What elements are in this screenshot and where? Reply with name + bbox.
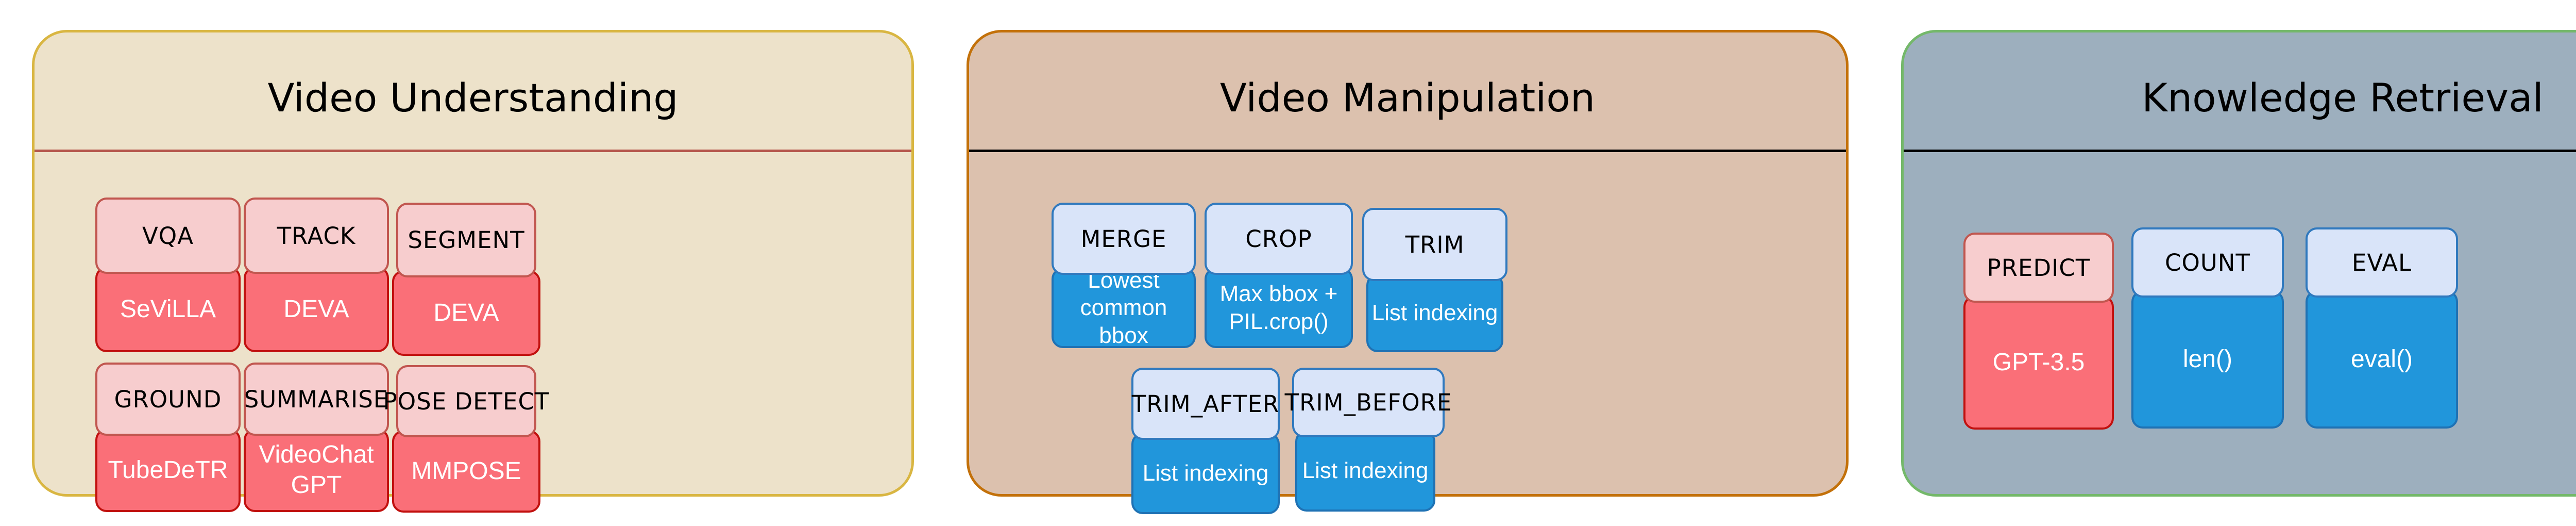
card-header-merge[interactable]: MERGE xyxy=(1052,203,1196,275)
card-header-summarise[interactable]: SUMMARISE xyxy=(244,363,389,436)
card-eval[interactable]: EVAL eval() xyxy=(2306,227,2458,429)
panel-divider xyxy=(1904,150,2576,152)
card-header-trim-after[interactable]: TRIM_AFTER xyxy=(1131,368,1280,440)
card-body-merge[interactable]: Lowest common bbox xyxy=(1052,268,1196,348)
card-merge[interactable]: MERGE Lowest common bbox xyxy=(1052,203,1196,348)
panel-knowledge-retrieval: Knowledge Retrieval PREDICT GPT-3.5 COUN… xyxy=(1901,30,2576,497)
panel-title-video-manipulation: Video Manipulation xyxy=(1219,75,1596,121)
card-body-vqa[interactable]: SeViLLA xyxy=(95,267,241,352)
panel-divider xyxy=(35,150,911,152)
card-trim-before[interactable]: TRIM_BEFORE List indexing xyxy=(1285,368,1451,512)
card-body-trim-before[interactable]: List indexing xyxy=(1295,430,1435,512)
card-summarise[interactable]: SUMMARISE VideoChat GPT xyxy=(244,363,389,512)
card-body-trim[interactable]: List indexing xyxy=(1366,274,1503,352)
card-ground[interactable]: GROUND TubeDeTR xyxy=(95,363,241,512)
card-header-predict[interactable]: PREDICT xyxy=(1963,233,2114,303)
card-body-pose-detect[interactable]: MMPOSE xyxy=(392,430,540,513)
card-body-eval[interactable]: eval() xyxy=(2306,290,2458,429)
card-header-crop[interactable]: CROP xyxy=(1205,203,1353,275)
card-trim-after[interactable]: TRIM_AFTER List indexing xyxy=(1131,368,1280,514)
card-track[interactable]: TRACK DEVA xyxy=(244,198,389,352)
card-header-pose-detect[interactable]: POSE DETECT xyxy=(383,365,549,437)
card-body-track[interactable]: DEVA xyxy=(244,267,389,352)
card-count[interactable]: COUNT len() xyxy=(2131,227,2284,429)
card-header-count[interactable]: COUNT xyxy=(2131,227,2284,298)
panel-video-manipulation: Video Manipulation MERGE Lowest common b… xyxy=(967,30,1849,514)
card-body-ground[interactable]: TubeDeTR xyxy=(95,429,241,512)
card-pose-detect[interactable]: POSE DETECT MMPOSE xyxy=(383,365,549,513)
card-trim[interactable]: TRIM List indexing xyxy=(1362,208,1507,352)
card-body-trim-after[interactable]: List indexing xyxy=(1131,433,1280,514)
card-predict[interactable]: PREDICT GPT-3.5 xyxy=(1963,233,2114,430)
card-body-count[interactable]: len() xyxy=(2131,290,2284,429)
card-header-trim-before[interactable]: TRIM_BEFORE xyxy=(1285,368,1451,437)
card-header-trim[interactable]: TRIM xyxy=(1362,208,1507,281)
card-body-summarise[interactable]: VideoChat GPT xyxy=(244,429,389,512)
panel-title-knowledge-retrieval: Knowledge Retrieval xyxy=(2142,75,2544,121)
card-body-segment[interactable]: DEVA xyxy=(392,270,540,356)
card-header-ground[interactable]: GROUND xyxy=(95,363,241,436)
panel-title-video-understanding: Video Understanding xyxy=(267,75,679,121)
card-crop[interactable]: CROP Max bbox + PIL.crop() xyxy=(1205,203,1353,348)
card-segment[interactable]: SEGMENT DEVA xyxy=(392,203,540,356)
panel-video-understanding: Video Understanding VQA SeViLLA TRACK DE… xyxy=(32,30,914,513)
card-header-vqa[interactable]: VQA xyxy=(95,198,241,274)
card-header-track[interactable]: TRACK xyxy=(244,198,389,274)
card-header-eval[interactable]: EVAL xyxy=(2306,227,2458,298)
card-body-crop[interactable]: Max bbox + PIL.crop() xyxy=(1205,268,1353,348)
card-header-segment[interactable]: SEGMENT xyxy=(396,203,536,277)
panel-divider xyxy=(969,150,1846,152)
card-body-predict[interactable]: GPT-3.5 xyxy=(1963,295,2114,430)
card-vqa[interactable]: VQA SeViLLA xyxy=(95,198,241,352)
